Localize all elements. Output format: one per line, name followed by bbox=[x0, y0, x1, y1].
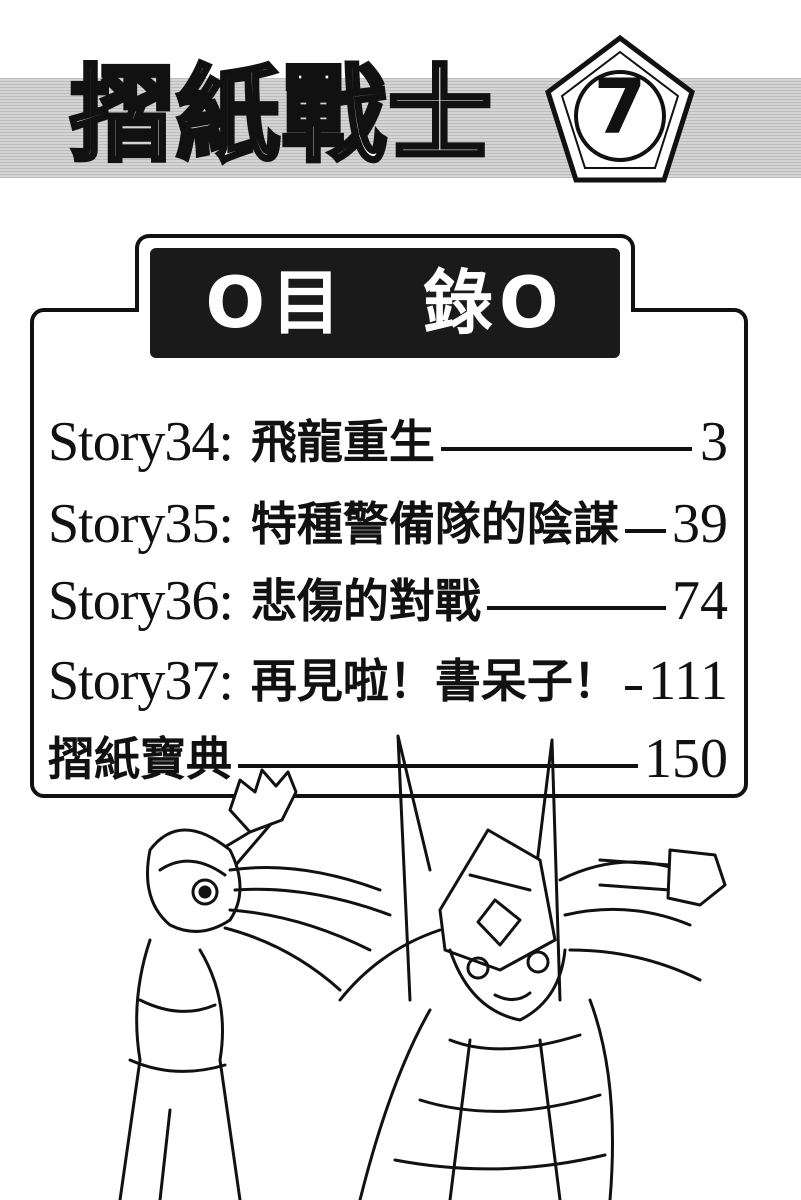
leader-line bbox=[440, 447, 692, 451]
character-illustration bbox=[118, 734, 727, 1200]
volume-number: 7 bbox=[593, 62, 647, 151]
entry-page-number: 74 bbox=[672, 570, 728, 632]
entry-page-number: 3 bbox=[700, 411, 728, 473]
toc-entry[interactable]: Story36: 悲傷的對戰 74 bbox=[48, 566, 728, 636]
entry-page-number: 150 bbox=[644, 728, 728, 790]
toc-frame bbox=[30, 308, 748, 798]
toc-entry[interactable]: Story34: 飛龍重生 3 bbox=[48, 407, 728, 477]
toc-entry[interactable]: 摺紙寶典 150 bbox=[48, 724, 728, 794]
leader-line bbox=[238, 764, 638, 768]
toc-heading: O目 錄O bbox=[205, 262, 565, 344]
entry-title: 飛龍重生 bbox=[250, 415, 435, 469]
entry-title: 摺紙寶典 bbox=[48, 732, 232, 786]
series-title: 摺紙戰士 bbox=[68, 54, 495, 176]
entry-page-number: 111 bbox=[648, 650, 728, 712]
entry-story-number: Story35: bbox=[48, 493, 234, 555]
toc-heading-box: O目 錄O bbox=[150, 248, 620, 358]
leader-line bbox=[624, 686, 643, 690]
leader-line bbox=[624, 529, 666, 533]
entry-title: 再見啦！書呆子！ bbox=[250, 654, 619, 708]
entry-story-number: Story36: bbox=[48, 570, 234, 632]
leader-line bbox=[486, 606, 666, 610]
entry-story-number: Story34: bbox=[48, 411, 234, 473]
entry-page-number: 39 bbox=[672, 493, 728, 555]
toc-entry[interactable]: Story35: 特種警備隊的陰謀 39 bbox=[48, 489, 728, 559]
entry-story-number: Story37: bbox=[48, 650, 234, 712]
entry-title: 特種警備隊的陰謀 bbox=[250, 497, 619, 551]
pentagon-badge-icon bbox=[545, 34, 695, 183]
toc-entry[interactable]: Story37: 再見啦！書呆子！ 111 bbox=[48, 646, 728, 716]
entry-title: 悲傷的對戰 bbox=[250, 574, 481, 628]
